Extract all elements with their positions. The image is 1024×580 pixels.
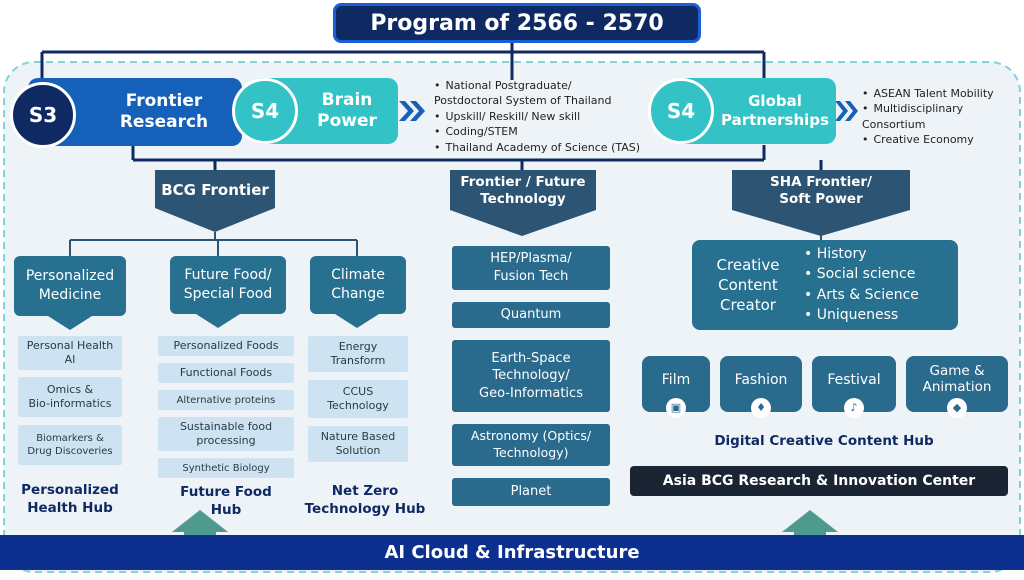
future-tech-item: Astronomy (Optics/ Technology) bbox=[452, 424, 610, 466]
future-tech-item: Quantum bbox=[452, 302, 610, 328]
page-title: Program of 2566 - 2570 bbox=[333, 3, 701, 43]
list-item: Personalized Foods bbox=[158, 336, 294, 356]
list-item: Alternative proteins bbox=[158, 390, 294, 410]
strategy-badge: S4 bbox=[232, 78, 298, 144]
bcg-header-shape bbox=[155, 170, 275, 232]
list-item: • Arts & Science bbox=[804, 286, 919, 303]
shirt-icon: ♦ bbox=[751, 398, 771, 418]
drum-icon: ♪ bbox=[844, 398, 864, 418]
branch-connectors bbox=[69, 232, 822, 256]
list-item: Functional Foods bbox=[158, 363, 294, 383]
list-item: Coding/STEM bbox=[434, 124, 646, 139]
strategy-label: Frontier Research bbox=[119, 90, 209, 132]
media-label: Festival bbox=[827, 371, 881, 388]
list-item: Omics & Bio-informatics bbox=[18, 377, 122, 417]
bcg-frontier-header: BCG Frontier bbox=[161, 180, 269, 199]
future-tech-header-shape bbox=[450, 170, 596, 236]
media-box-game: Game & Animation ◆ bbox=[906, 356, 1008, 418]
list-item: Energy Transform bbox=[308, 336, 408, 372]
personalized-health-hub: Personalized Health Hub bbox=[21, 481, 119, 516]
net-zero-hub: Net Zero Technology Hub bbox=[304, 482, 426, 517]
list-item: Personal Health AI bbox=[18, 336, 122, 370]
list-item: Synthetic Biology bbox=[158, 458, 294, 478]
list-item: Creative Economy bbox=[862, 132, 1022, 147]
creative-content-box: Creative Content Creator • History • Soc… bbox=[692, 240, 958, 330]
strategy-label: Brain Power bbox=[317, 89, 377, 131]
brain-power-points: National Postgraduate/ Postdoctoral Syst… bbox=[434, 78, 646, 155]
double-arrow-icon bbox=[835, 101, 858, 121]
climate-change-box: Climate Change bbox=[310, 256, 406, 314]
sha-header-shape bbox=[732, 170, 910, 236]
media-label: Film bbox=[661, 371, 691, 388]
strategy-badge: S4 bbox=[648, 78, 714, 144]
film-icon: ▣ bbox=[666, 398, 686, 418]
double-arrow-icon bbox=[399, 101, 425, 121]
future-tech-item: Planet bbox=[452, 478, 610, 506]
creative-points: • History • Social science • Arts & Scie… bbox=[804, 244, 919, 325]
future-tech-item: Earth-Space Technology/ Geo-Informatics bbox=[452, 340, 610, 412]
list-item: Multidisciplinary Consortium bbox=[862, 101, 1022, 132]
digital-creative-hub: Digital Creative Content Hub bbox=[714, 432, 934, 449]
list-item: Sustainable food processing bbox=[158, 417, 294, 451]
sha-header: SHA Frontier/ Soft Power bbox=[770, 174, 872, 207]
list-item: • Uniqueness bbox=[804, 306, 899, 323]
media-box-fashion: Fashion ♦ bbox=[720, 356, 802, 418]
media-box-festival: Festival ♪ bbox=[812, 356, 896, 418]
list-item: National Postgraduate/ Postdoctoral Syst… bbox=[434, 78, 646, 109]
infrastructure-bar: AI Cloud & Infrastructure bbox=[0, 535, 1024, 570]
media-label: Fashion bbox=[734, 371, 788, 388]
list-item: Thailand Academy of Science (TAS) bbox=[434, 140, 646, 155]
personalized-medicine-box: Personalized Medicine bbox=[14, 256, 126, 316]
future-food-hub: Future Food Hub bbox=[180, 483, 272, 518]
list-item: Nature Based Solution bbox=[308, 426, 408, 462]
chevron-icon bbox=[196, 314, 240, 328]
future-tech-header: Frontier / Future Technology bbox=[460, 174, 586, 207]
future-food-box: Future Food/ Special Food bbox=[170, 256, 286, 314]
gamepad-icon: ◆ bbox=[947, 398, 967, 418]
asia-bcg-center: Asia BCG Research & Innovation Center bbox=[630, 466, 1008, 496]
list-item: Biomarkers & Drug Discoveries bbox=[18, 425, 122, 465]
chevron-icon bbox=[48, 316, 92, 330]
media-box-film: Film ▣ bbox=[642, 356, 710, 418]
chevron-icon bbox=[335, 314, 379, 328]
media-label: Game & Animation bbox=[922, 362, 992, 395]
list-item: ASEAN Talent Mobility bbox=[862, 86, 1022, 101]
list-item: • Social science bbox=[804, 266, 916, 283]
strategy-badge: S3 bbox=[10, 82, 76, 148]
future-tech-item: HEP/Plasma/ Fusion Tech bbox=[452, 246, 610, 290]
list-item: • History bbox=[804, 246, 867, 262]
creative-content-title: Creative Content Creator bbox=[716, 255, 780, 315]
strategy-label: Global Partnerships bbox=[721, 92, 829, 129]
list-item: Upskill/ Reskill/ New skill bbox=[434, 109, 646, 124]
global-points: ASEAN Talent Mobility Multidisciplinary … bbox=[862, 86, 1022, 148]
list-item: CCUS Technology bbox=[308, 380, 408, 418]
top-connectors bbox=[40, 40, 823, 170]
